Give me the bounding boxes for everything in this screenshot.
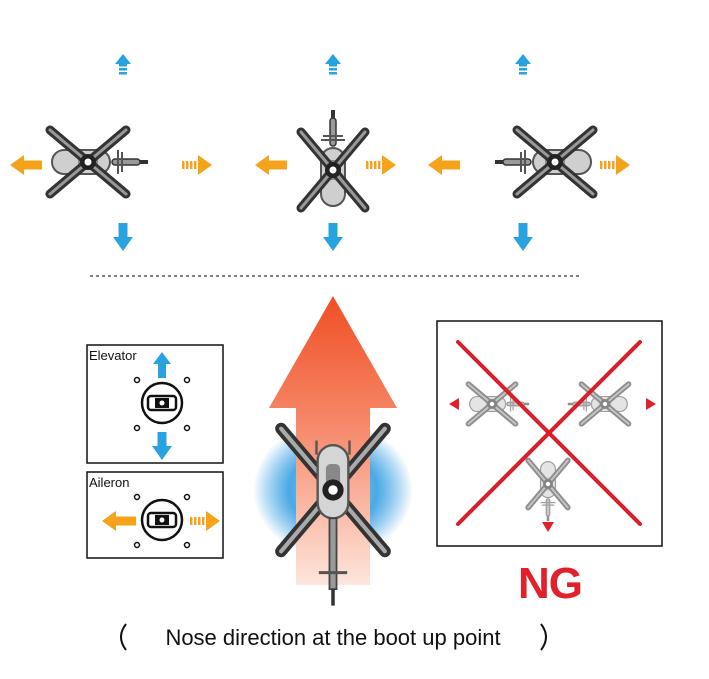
arrow-up-icon — [153, 352, 171, 378]
top-row — [10, 54, 630, 251]
caption: Nose direction at the boot up point — [120, 623, 547, 651]
red-triangle-icon — [646, 398, 656, 410]
aileron-panel: Aileron — [86, 471, 224, 559]
dashed-arrow-right-icon — [366, 155, 396, 175]
control-stick-icon — [140, 381, 184, 425]
arrow-up-icon — [115, 54, 131, 75]
arrow-left-icon — [255, 155, 287, 175]
dashed-arrow-right-icon — [600, 155, 630, 175]
boot-direction-arrow — [253, 296, 413, 606]
arrow-left-icon — [102, 511, 136, 531]
arrow-down-icon — [113, 223, 133, 251]
arrow-down-icon — [513, 223, 533, 251]
helicopter-topview-icon — [50, 130, 148, 194]
caption-text: Nose direction at the boot up point — [165, 625, 500, 650]
dashed-arrow-right-icon — [182, 155, 212, 175]
aileron-label: Aileron — [89, 475, 129, 490]
red-triangle-icon — [449, 398, 459, 410]
helicopter-topview-icon — [301, 110, 365, 208]
red-triangle-icon — [542, 522, 554, 532]
arrow-down-icon — [323, 223, 343, 251]
helicopter-topview-icon — [495, 130, 593, 194]
red-up-arrow — [269, 296, 397, 585]
ng-panel — [436, 320, 663, 547]
arrow-up-icon — [515, 54, 531, 75]
elevator-panel: Elevator — [86, 344, 224, 464]
helicopter-topview-icon — [275, 422, 391, 606]
arrow-up-icon — [325, 54, 341, 75]
ng-label: NG — [518, 559, 582, 608]
arrow-left-icon — [10, 155, 42, 175]
red-cross-icon — [456, 340, 642, 526]
control-stick-icon — [140, 498, 184, 542]
arrow-left-icon — [428, 155, 460, 175]
elevator-label: Elevator — [89, 348, 137, 363]
